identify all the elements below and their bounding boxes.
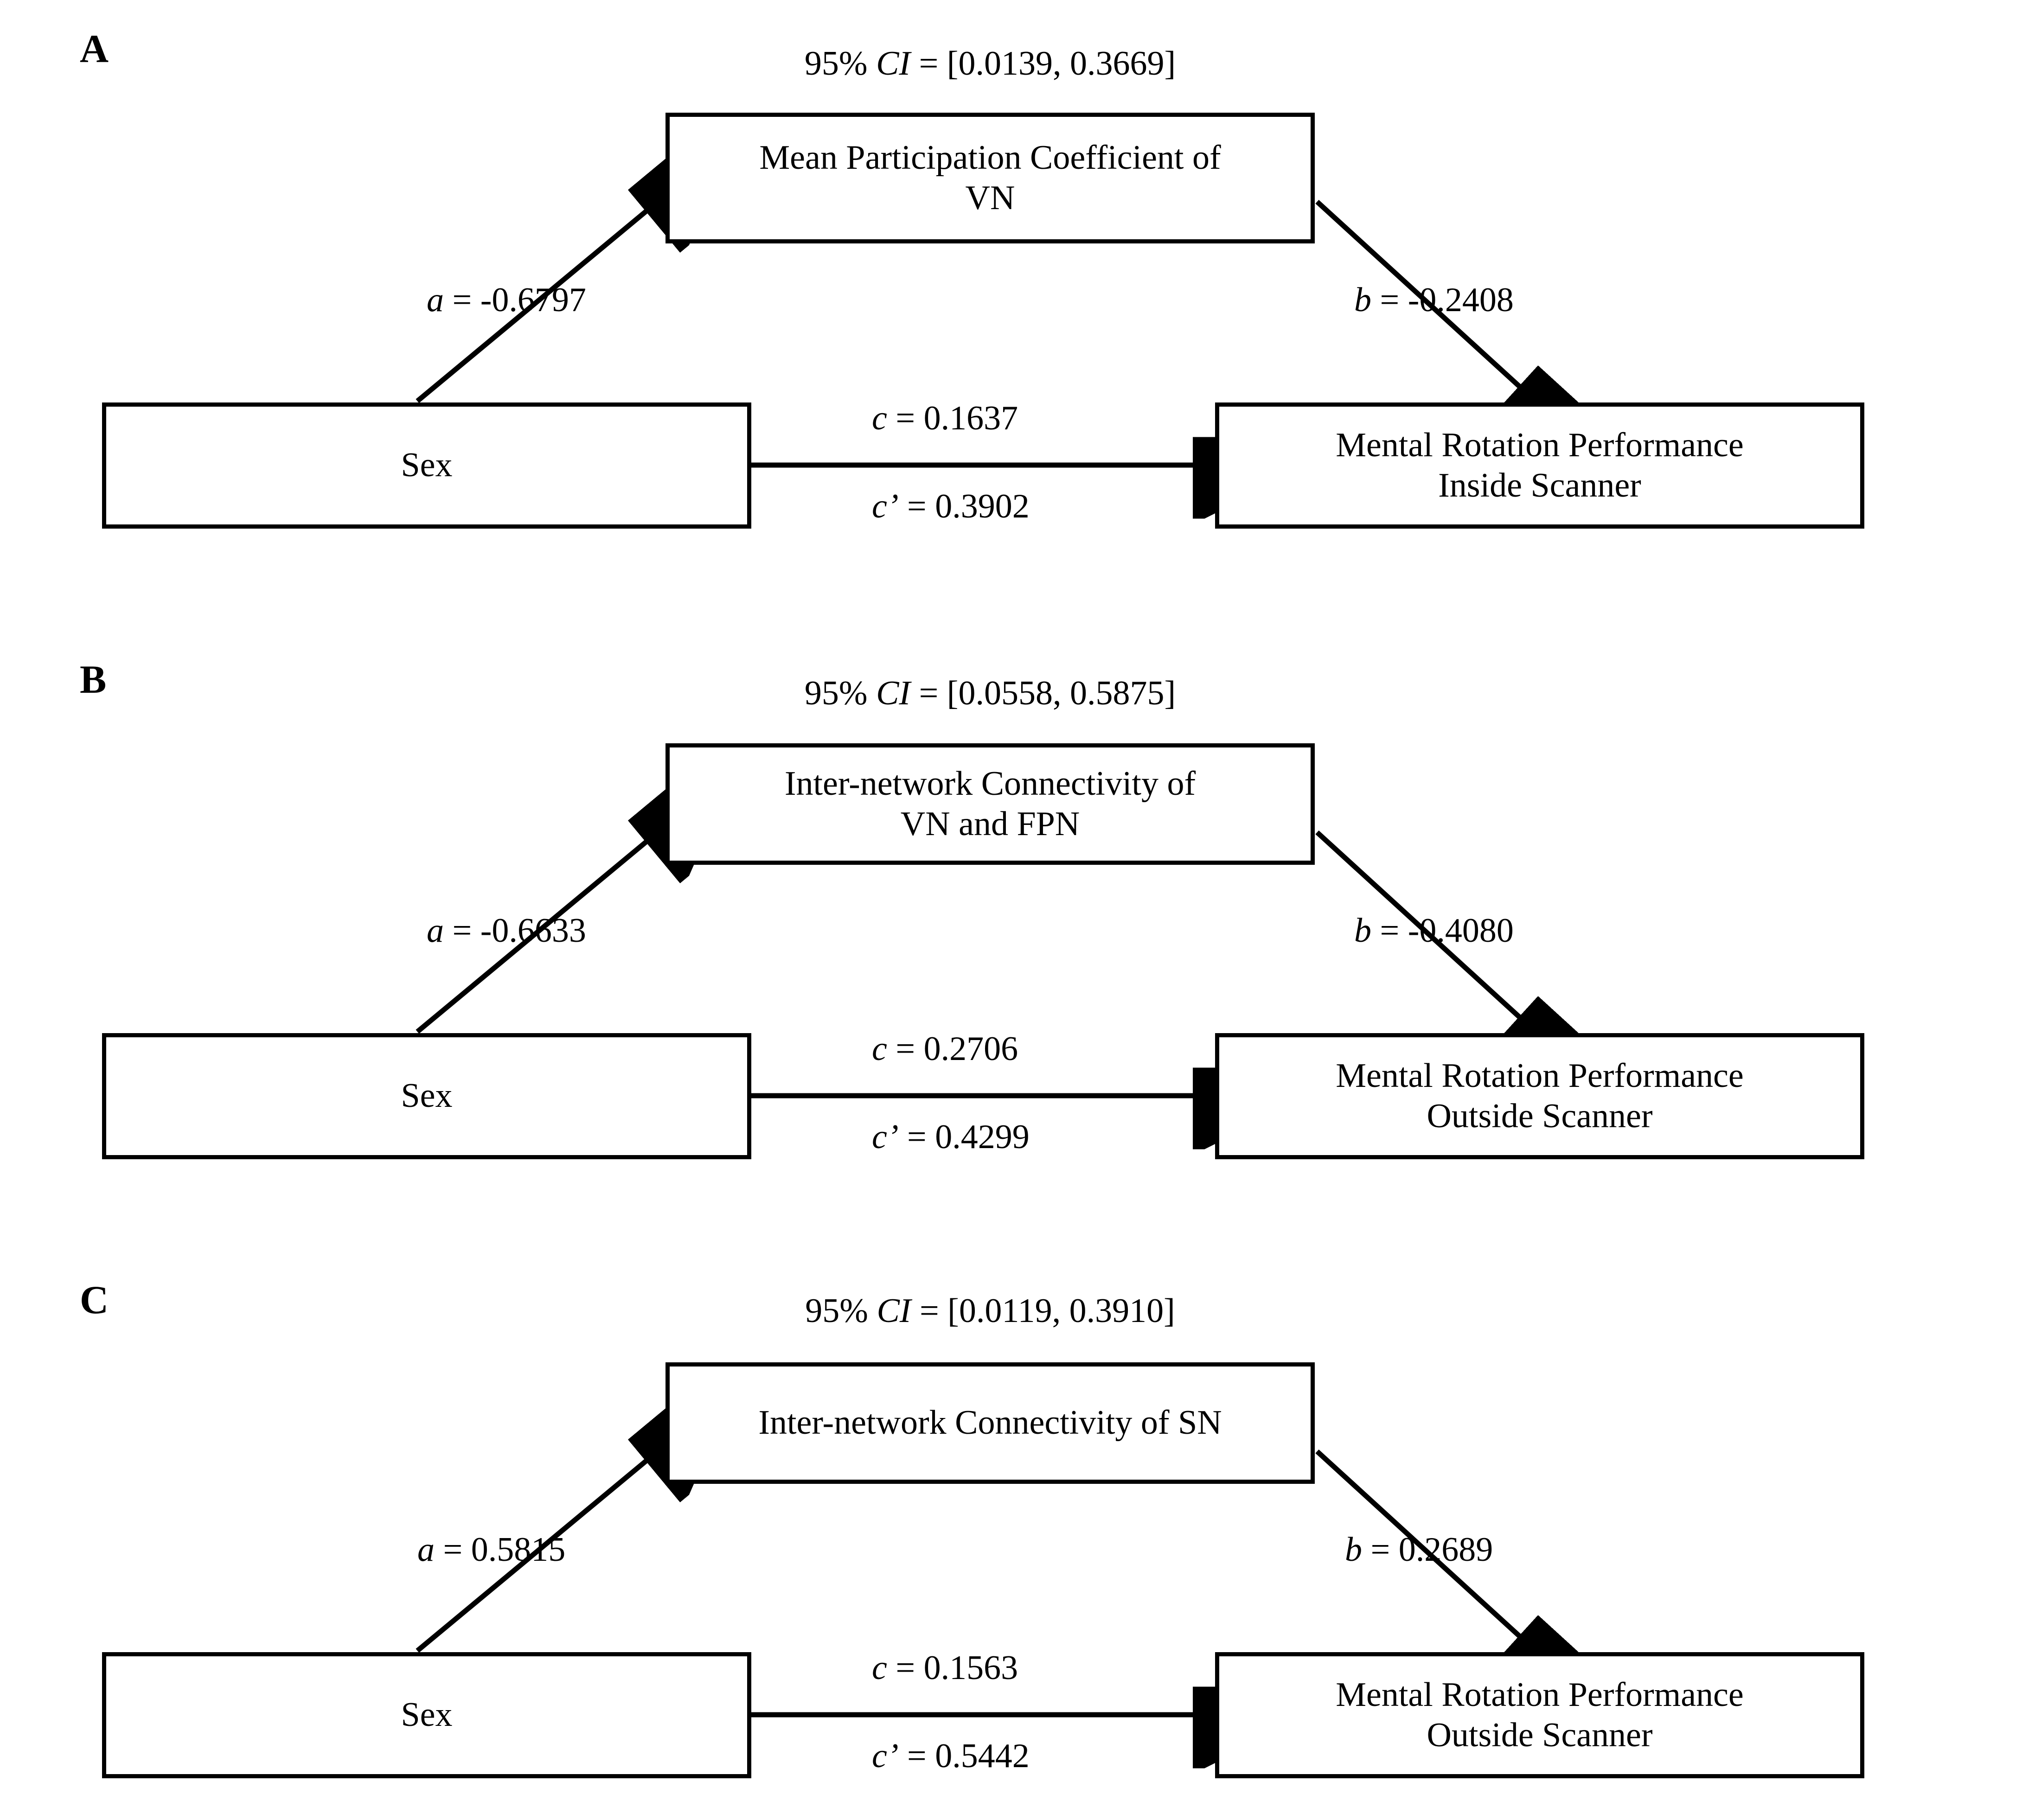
- coef-b-value: = -0.4080: [1371, 912, 1514, 950]
- path-c-label-a: c = 0.1637: [872, 401, 1018, 435]
- ci-prefix: 95%: [804, 674, 877, 712]
- coef-c-value: = 0.1563: [887, 1649, 1018, 1687]
- coef-cprime-symbol: c’: [872, 487, 899, 525]
- coef-a-symbol: a: [417, 1531, 435, 1569]
- path-c-label-b: c = 0.2706: [872, 1032, 1018, 1066]
- path-a-label-a: a = -0.6797: [427, 283, 586, 317]
- coef-b-symbol: b: [1354, 912, 1371, 950]
- ci-label-b: 95% CI = [0.0558, 0.5875]: [666, 676, 1315, 710]
- coef-cprime-symbol: c’: [872, 1737, 899, 1775]
- predictor-label: Sex: [401, 1077, 453, 1115]
- outcome-line-2: Inside Scanner: [1438, 466, 1641, 504]
- ci-italic: CI: [876, 674, 911, 712]
- mediator-line-1: Inter-network Connectivity of SN: [758, 1404, 1222, 1442]
- outcome-line-1: Mental Rotation Performance: [1336, 426, 1744, 464]
- ci-italic: CI: [877, 1292, 911, 1330]
- coef-c-value: = 0.1637: [887, 399, 1018, 437]
- ci-label-c: 95% CI = [0.0119, 0.3910]: [666, 1294, 1315, 1328]
- ci-value: = [0.0558, 0.5875]: [910, 674, 1176, 712]
- predictor-box-a: Sex: [102, 402, 751, 529]
- ci-prefix: 95%: [805, 1292, 877, 1330]
- coef-a-value: = 0.5815: [435, 1531, 566, 1569]
- predictor-label: Sex: [401, 446, 453, 485]
- predictor-box-b: Sex: [102, 1033, 751, 1159]
- path-cprime-label-c: c’ = 0.5442: [872, 1739, 1030, 1773]
- coef-b-symbol: b: [1354, 281, 1371, 319]
- mediator-box-b: Inter-network Connectivity of VN and FPN: [666, 743, 1315, 865]
- outcome-box-a: Mental Rotation Performance Inside Scann…: [1215, 402, 1864, 529]
- coef-c-symbol: c: [872, 399, 887, 437]
- outcome-line-1: Mental Rotation Performance: [1336, 1056, 1744, 1095]
- coef-a-symbol: a: [427, 912, 444, 950]
- outcome-box-c: Mental Rotation Performance Outside Scan…: [1215, 1652, 1864, 1778]
- coef-c-value: = 0.2706: [887, 1030, 1018, 1068]
- path-cprime-label-b: c’ = 0.4299: [872, 1120, 1030, 1154]
- mediator-line-1: Mean Participation Coefficient of: [759, 138, 1221, 177]
- panel-letter-b: B: [80, 657, 107, 702]
- ci-value: = [0.0119, 0.3910]: [911, 1292, 1175, 1330]
- coef-b-value: = 0.2689: [1362, 1531, 1493, 1569]
- path-c-label-c: c = 0.1563: [872, 1651, 1018, 1685]
- mediator-line-2: VN: [965, 179, 1015, 217]
- path-b-label-b: b = -0.4080: [1354, 913, 1514, 948]
- coef-cprime-value: = 0.5442: [898, 1737, 1030, 1775]
- outcome-line-2: Outside Scanner: [1427, 1716, 1653, 1754]
- coef-a-value: = -0.6797: [444, 281, 586, 319]
- mediator-box-a: Mean Participation Coefficient of VN: [666, 113, 1315, 243]
- coef-cprime-value: = 0.4299: [898, 1118, 1030, 1156]
- coef-b-symbol: b: [1345, 1531, 1362, 1569]
- coef-c-symbol: c: [872, 1649, 887, 1687]
- predictor-label: Sex: [401, 1696, 453, 1734]
- panel-letter-a: A: [80, 26, 109, 71]
- predictor-box-c: Sex: [102, 1652, 751, 1778]
- outcome-box-b: Mental Rotation Performance Outside Scan…: [1215, 1033, 1864, 1159]
- outcome-line-1: Mental Rotation Performance: [1336, 1675, 1744, 1714]
- path-a-label-b: a = -0.6633: [427, 913, 586, 948]
- coef-b-value: = -0.2408: [1371, 281, 1514, 319]
- coef-a-value: = -0.6633: [444, 912, 586, 950]
- ci-prefix: 95%: [804, 45, 877, 83]
- coef-cprime-symbol: c’: [872, 1118, 899, 1156]
- coef-cprime-value: = 0.3902: [898, 487, 1030, 525]
- path-a-label-c: a = 0.5815: [417, 1533, 565, 1567]
- path-b-label-c: b = 0.2689: [1345, 1533, 1493, 1567]
- panel-letter-c: C: [80, 1277, 109, 1322]
- mediator-line-1: Inter-network Connectivity of: [784, 764, 1196, 803]
- ci-label-a: 95% CI = [0.0139, 0.3669]: [666, 46, 1315, 81]
- ci-value: = [0.0139, 0.3669]: [910, 45, 1176, 83]
- outcome-line-2: Outside Scanner: [1427, 1097, 1653, 1135]
- coef-a-symbol: a: [427, 281, 444, 319]
- ci-italic: CI: [876, 45, 911, 83]
- path-b-label-a: b = -0.2408: [1354, 283, 1514, 317]
- coef-c-symbol: c: [872, 1030, 887, 1068]
- path-cprime-label-a: c’ = 0.3902: [872, 489, 1030, 524]
- mediator-box-c: Inter-network Connectivity of SN: [666, 1362, 1315, 1484]
- mediator-line-2: VN and FPN: [900, 805, 1080, 843]
